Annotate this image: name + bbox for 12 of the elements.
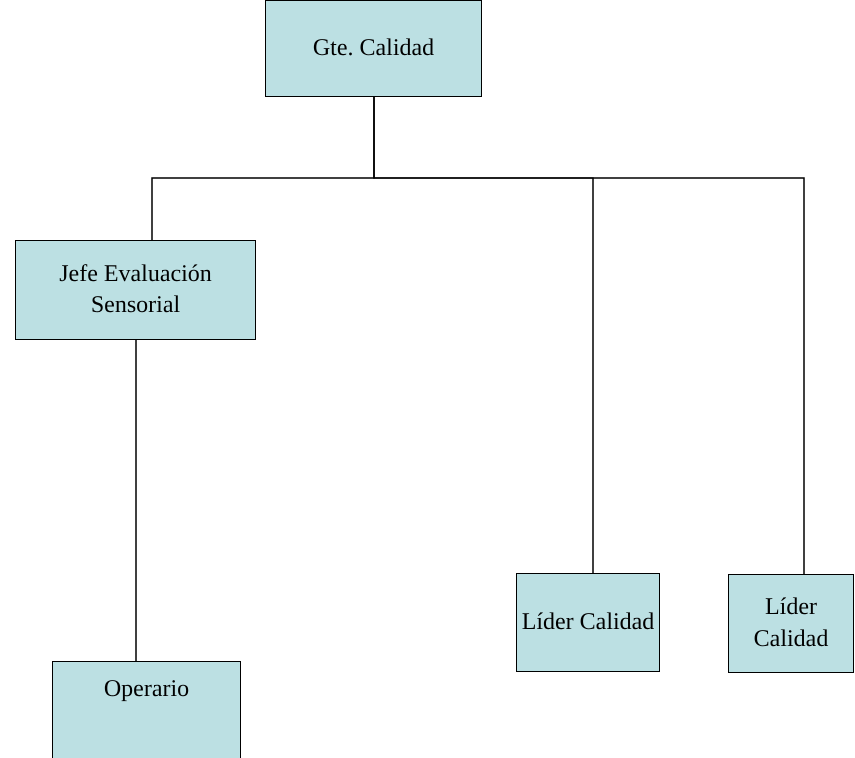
role-label: Líder Calidad: [522, 608, 654, 637]
org-box: [52, 661, 241, 758]
connector-line: [135, 340, 137, 661]
role-label: Jefe Evaluación Sensorial: [58, 260, 213, 320]
org-box: [728, 574, 854, 673]
role-label: Operario: [104, 675, 190, 704]
role-label: Líder Calidad: [752, 593, 830, 654]
org-box: [265, 0, 482, 97]
connector-line: [373, 97, 805, 574]
role-label: Gte. Calidad: [312, 34, 434, 63]
org-box: [15, 240, 256, 340]
org-box: [516, 573, 660, 672]
